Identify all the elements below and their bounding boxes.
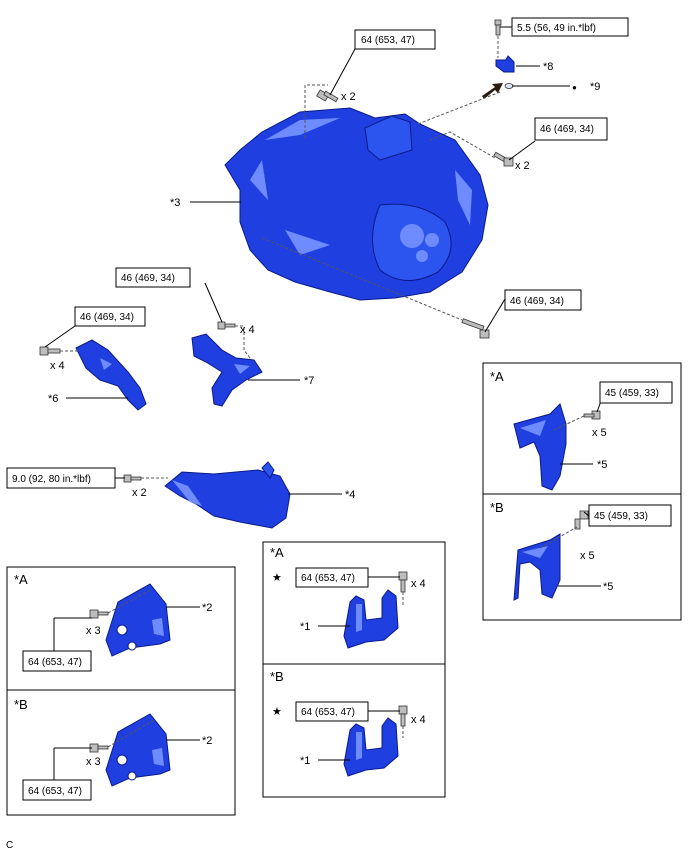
view-label-b: *B [270, 669, 284, 684]
part-label-9: *9 [590, 81, 600, 93]
part-label-1: *1 [300, 621, 310, 633]
bolt-55 [494, 19, 502, 36]
svg-text:45 (459, 33): 45 (459, 33) [594, 511, 648, 522]
panel-part-2 [6, 566, 236, 816]
qty-label: x 3 [86, 756, 101, 768]
bolt-64-1b [398, 705, 408, 727]
part-label-3: *3 [170, 197, 180, 209]
torque-callout-46-long: 46 (469, 34) [504, 289, 582, 311]
part-label-2: *2 [202, 735, 212, 747]
star-symbol: ★ [272, 572, 282, 584]
bolt-46-transaxle-long [461, 318, 490, 339]
bolt-64-2b [89, 743, 109, 753]
part-label-5: *5 [597, 459, 607, 471]
qty-label: x 4 [50, 360, 65, 372]
bolt-64-2a [89, 609, 109, 619]
view-label-a: *A [270, 545, 284, 560]
torque-callout-1a: 64 (653, 47) [295, 567, 369, 588]
bracket-part-5-b [513, 533, 561, 601]
qty-label: x 4 [411, 578, 426, 590]
torque-callout-45-a: 45 (459, 33) [599, 381, 673, 404]
star-symbol: ★ [272, 706, 282, 718]
part-label-7: *7 [304, 375, 314, 387]
part-label-5: *5 [603, 581, 613, 593]
svg-text:45 (459, 33): 45 (459, 33) [605, 388, 659, 399]
torque-callout-2a: 64 (653, 47) [22, 650, 92, 672]
shield-part-4 [164, 469, 291, 529]
torque-callout-1b: 64 (653, 47) [295, 701, 369, 722]
bolt-45-a [583, 410, 601, 420]
bracket-part-1-a [343, 589, 399, 649]
torque-callout-46-right: 46 (469, 34) [534, 117, 608, 141]
qty-label: x 5 [580, 550, 595, 562]
torque-callout-46-middle: 46 (469, 34) [115, 267, 191, 288]
qty-label: x 2 [132, 487, 147, 499]
svg-text:46 (469, 34): 46 (469, 34) [540, 124, 594, 135]
svg-text:46 (469, 34): 46 (469, 34) [121, 273, 175, 284]
arrow-indicator [482, 83, 503, 99]
part-label-4: *4 [345, 489, 355, 501]
sensor-part-8 [495, 55, 515, 73]
torque-callout-90: 9.0 (92, 80 in.*lbf) [6, 467, 116, 489]
torque-callout-45-b: 45 (459, 33) [588, 504, 672, 527]
svg-text:46 (469, 34): 46 (469, 34) [510, 296, 564, 307]
torque-callout-46-left: 46 (469, 34) [74, 306, 146, 327]
svg-text:64 (653, 47): 64 (653, 47) [361, 35, 415, 46]
bracket-part-7 [191, 333, 263, 407]
part-label-1: *1 [300, 755, 310, 767]
svg-text:46 (469, 34): 46 (469, 34) [80, 312, 134, 323]
svg-text:64 (653, 47): 64 (653, 47) [301, 707, 355, 718]
bracket-part-2-b [105, 713, 171, 787]
bracket-part-6 [75, 339, 147, 411]
svg-text:64 (653, 47): 64 (653, 47) [28, 786, 82, 797]
bolt-90 [123, 474, 142, 483]
qty-label: x 2 [341, 91, 356, 103]
qty-label: x 2 [515, 160, 530, 172]
dot-symbol: ● [572, 83, 577, 92]
leader-lines [44, 26, 606, 780]
bolt-46-transaxle-right [493, 151, 514, 167]
torque-callout-top-center: 64 (653, 47) [354, 29, 436, 50]
bolt-64-1a [398, 571, 408, 593]
view-label-b: *B [490, 500, 504, 515]
bracket-part-5-a [513, 403, 567, 491]
bolt-64-transaxle [316, 89, 339, 103]
bolt-46-left [39, 346, 61, 356]
figure-code: C [6, 840, 13, 851]
view-label-a: *A [14, 572, 28, 587]
view-label-b: *B [14, 697, 28, 712]
bracket-part-1-b [343, 717, 399, 777]
o-ring-part-9 [504, 83, 514, 89]
part-label-2: *2 [202, 602, 212, 614]
part-label-6: *6 [48, 393, 58, 405]
bolt-46-middle [217, 321, 236, 330]
qty-label: x 4 [411, 714, 426, 726]
part-label-8: *8 [543, 61, 553, 73]
view-label-a: *A [490, 369, 504, 384]
qty-label: x 5 [592, 427, 607, 439]
panel-part-1 [262, 541, 446, 798]
qty-label: x 4 [240, 324, 255, 336]
torque-callout-55: 5.5 (56, 49 in.*lbf) [511, 17, 629, 37]
svg-text:64 (653, 47): 64 (653, 47) [28, 657, 82, 668]
qty-label: x 3 [86, 625, 101, 637]
svg-text:9.0 (92, 80 in.*lbf): 9.0 (92, 80 in.*lbf) [12, 474, 91, 485]
svg-text:5.5 (56, 49 in.*lbf): 5.5 (56, 49 in.*lbf) [517, 23, 596, 34]
transaxle-assembly [224, 107, 489, 301]
panel-part-5 [482, 362, 682, 621]
torque-callout-2b: 64 (653, 47) [22, 779, 92, 801]
bracket-part-2-a [105, 583, 171, 657]
svg-text:64 (653, 47): 64 (653, 47) [301, 573, 355, 584]
